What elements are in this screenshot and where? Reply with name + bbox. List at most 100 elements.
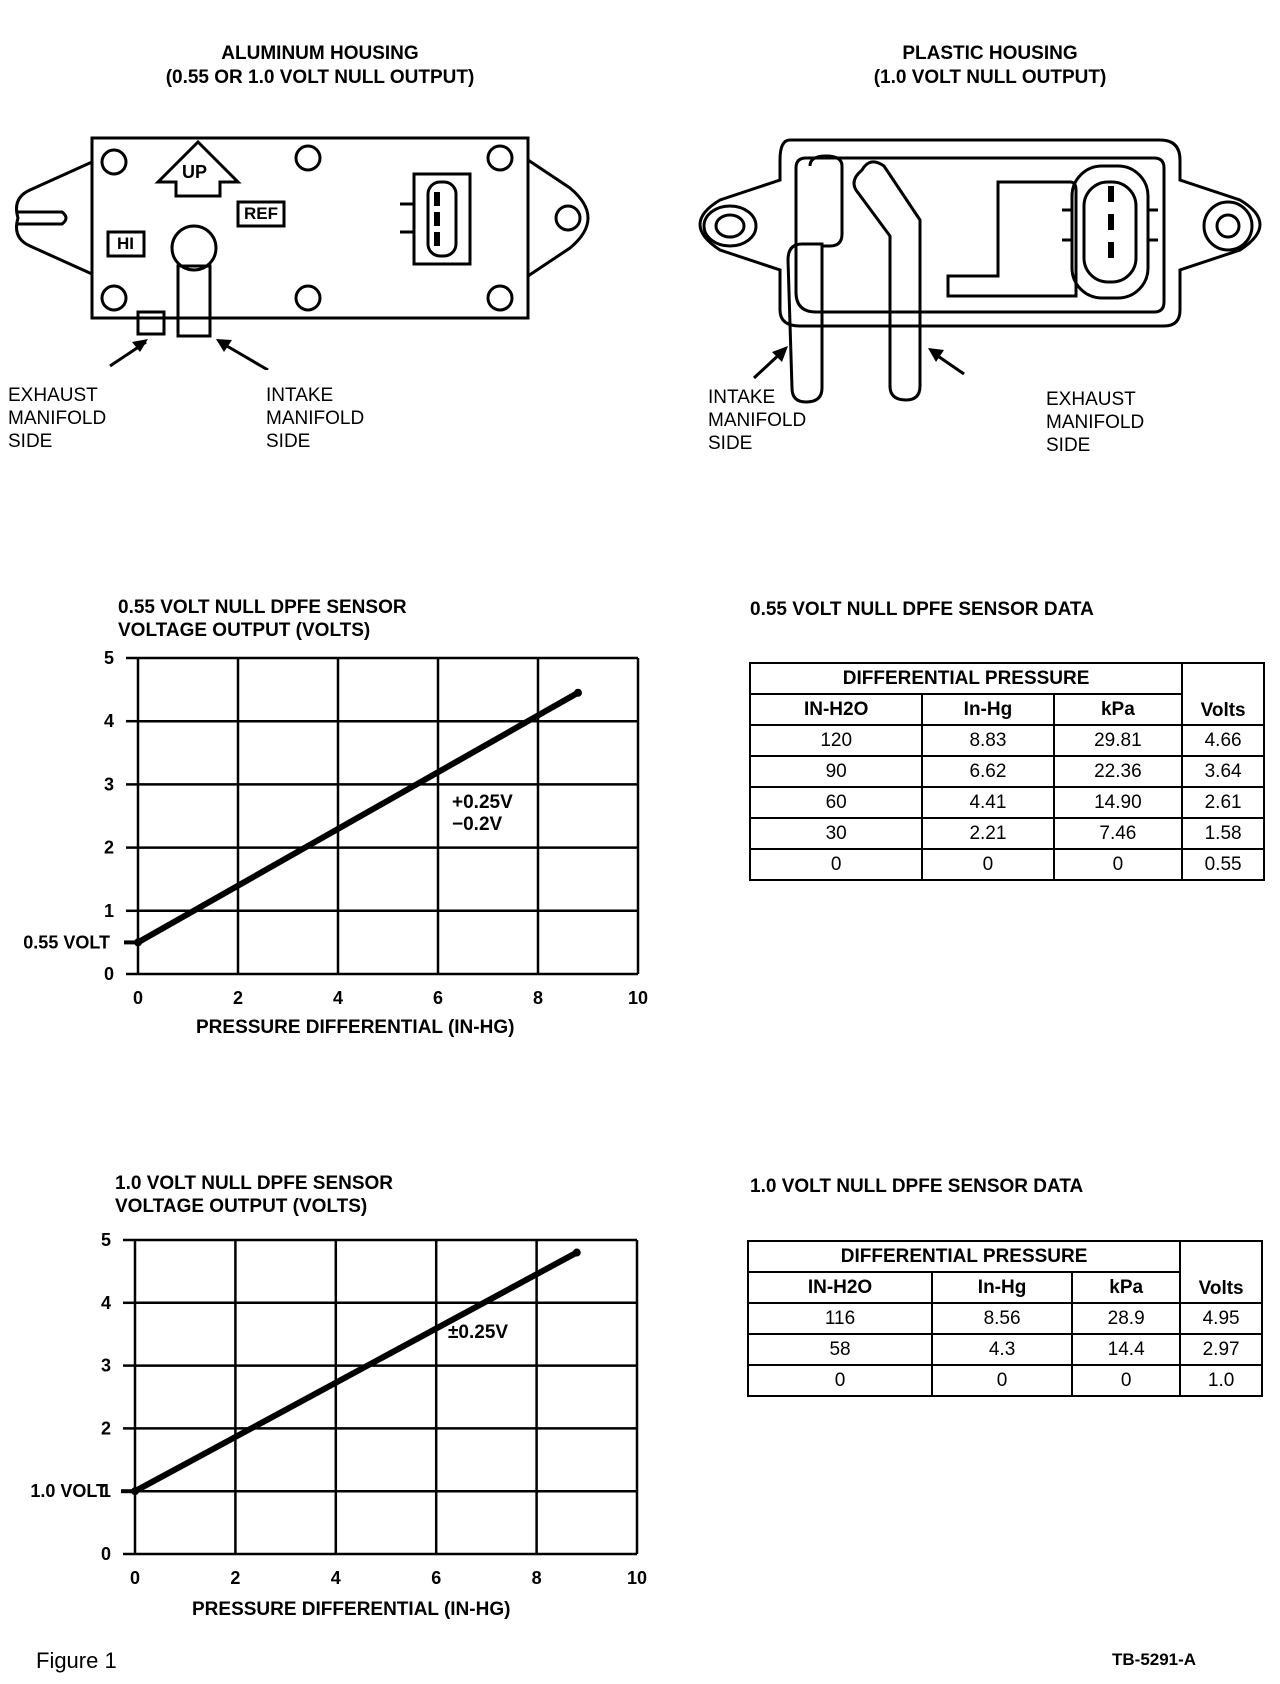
table-cell: 0.55 xyxy=(1181,848,1265,881)
chart-10-volt: 0 2 4 6 8 10 0 1 2 3 4 5 1.0 VOLT ±0.25V xyxy=(30,1230,647,1588)
table-cell: 28.9 xyxy=(1071,1302,1182,1335)
col-header: kPa xyxy=(1052,693,1184,726)
data-point xyxy=(574,688,582,697)
table-cell: 60 xyxy=(748,786,924,819)
table-cell: 1.0 xyxy=(1179,1364,1263,1397)
plastic-housing-title: PLASTIC HOUSING (1.0 VOLT NULL OUTPUT) xyxy=(873,43,1107,88)
x-tick-label: 2 xyxy=(233,988,243,1008)
group-header: DIFFERENTIAL PRESSURE xyxy=(746,1240,1182,1273)
table-row: 60 4.41 14.90 2.61 xyxy=(748,786,1265,819)
table-cell: 0 xyxy=(1071,1364,1182,1397)
table-header-row: DIFFERENTIAL PRESSURE Volts xyxy=(748,662,1265,726)
null-voltage-label: 1.0 VOLT xyxy=(30,1481,107,1501)
table-cell: 120 xyxy=(748,724,924,757)
table-cell: 58 xyxy=(746,1333,934,1366)
aluminum-exhaust-label: EXHAUST MANIFOLD SIDE xyxy=(8,385,107,452)
table-row: 116 8.56 28.9 4.95 xyxy=(746,1302,1263,1335)
y-tick-label: 1 xyxy=(101,1481,111,1501)
x-tick-label: 10 xyxy=(627,1568,647,1588)
x-tick-label: 8 xyxy=(532,1568,542,1588)
x-tick-label: 10 xyxy=(628,988,648,1008)
x-tick-label: 4 xyxy=(333,988,343,1008)
table-cell: 6.62 xyxy=(921,755,1055,788)
document-code: TB-5291-A xyxy=(1112,1650,1197,1669)
tolerance-annotation: ±0.25V xyxy=(448,1322,508,1343)
table-cell: 4.3 xyxy=(931,1333,1074,1366)
y-tick-label: 5 xyxy=(101,1230,111,1250)
data-point xyxy=(572,1248,581,1257)
col-header: kPa xyxy=(1071,1271,1182,1304)
table-cell: 7.46 xyxy=(1052,817,1184,850)
col-header: In-Hg xyxy=(931,1271,1074,1304)
chart-10-xlabel: PRESSURE DIFFERENTIAL (IN-HG) xyxy=(192,1599,511,1620)
x-tick-label: 6 xyxy=(433,988,443,1008)
plastic-housing-diagram xyxy=(698,138,1262,404)
chart-055-title: 0.55 VOLT NULL DPFE SENSOR VOLTAGE OUTPU… xyxy=(118,597,407,641)
x-tick-label: 0 xyxy=(133,988,143,1008)
data-point xyxy=(131,1487,139,1496)
col-header: IN-H2O xyxy=(748,693,924,726)
y-tick-label: 4 xyxy=(104,711,114,731)
table-cell: 4.95 xyxy=(1179,1302,1263,1335)
aluminum-intake-label: INTAKE MANIFOLD SIDE xyxy=(266,385,365,452)
table-cell: 90 xyxy=(748,755,924,788)
table-cell: 0 xyxy=(748,848,924,881)
x-tick-label: 4 xyxy=(331,1568,341,1588)
plastic-exhaust-label: EXHAUST MANIFOLD SIDE xyxy=(1046,389,1145,456)
table-row: 90 6.62 22.36 3.64 xyxy=(748,755,1265,788)
y-tick-label: 1 xyxy=(104,901,114,921)
table-cell: 0 xyxy=(1052,848,1184,881)
y-tick-label: 2 xyxy=(101,1418,111,1438)
y-tick-label: 0 xyxy=(101,1544,111,1564)
series-line xyxy=(136,690,580,946)
table-cell: 30 xyxy=(748,817,924,850)
table-cell: 2.97 xyxy=(1179,1333,1263,1366)
table-10-title: 1.0 VOLT NULL DPFE SENSOR DATA xyxy=(750,1176,1084,1197)
ref-label: REF xyxy=(244,204,278,223)
y-tick-label: 3 xyxy=(101,1356,111,1376)
aluminum-housing-diagram xyxy=(15,136,590,370)
x-tick-label: 8 xyxy=(533,988,543,1008)
x-tick-label: 0 xyxy=(130,1568,140,1588)
table-cell: 3.64 xyxy=(1181,755,1265,788)
table-subheader-row: IN-H2O In-Hg kPa xyxy=(746,1271,1262,1304)
plastic-intake-label: INTAKE MANIFOLD SIDE xyxy=(708,387,807,454)
table-row: 0 0 0 0.55 xyxy=(748,848,1265,881)
table-cell: 14.90 xyxy=(1052,786,1184,819)
y-tick-label: 0 xyxy=(104,964,114,984)
table-cell: 116 xyxy=(746,1302,934,1335)
table-cell: 2.21 xyxy=(921,817,1055,850)
chart-055-xlabel: PRESSURE DIFFERENTIAL (IN-HG) xyxy=(196,1017,515,1038)
x-tick-label: 2 xyxy=(230,1568,240,1588)
group-header: DIFFERENTIAL PRESSURE xyxy=(748,662,1184,695)
null-voltage-label: 0.55 VOLT xyxy=(23,932,110,952)
aluminum-housing-title: ALUMINUM HOUSING (0.55 OR 1.0 VOLT NULL … xyxy=(165,43,475,88)
table-10-data: DIFFERENTIAL PRESSURE Volts IN-H2O In-Hg… xyxy=(746,1240,1263,1397)
table-cell: 8.83 xyxy=(921,724,1055,757)
table-cell: 29.81 xyxy=(1052,724,1184,757)
x-tick-label: 6 xyxy=(431,1568,441,1588)
table-cell: 0 xyxy=(931,1364,1074,1397)
table-cell: 0 xyxy=(921,848,1055,881)
volts-header: Volts xyxy=(1181,662,1265,726)
table-row: 120 8.83 29.81 4.66 xyxy=(748,724,1265,757)
table-cell: 4.66 xyxy=(1181,724,1265,757)
hi-label: HI xyxy=(117,234,134,253)
col-header: IN-H2O xyxy=(746,1271,934,1304)
y-tick-label: 4 xyxy=(101,1293,111,1313)
table-cell: 4.41 xyxy=(921,786,1055,819)
data-point xyxy=(134,938,142,947)
y-tick-label: 5 xyxy=(104,648,114,668)
table-cell: 8.56 xyxy=(931,1302,1074,1335)
figure-caption: Figure 1 xyxy=(36,1648,117,1673)
chart-10-title: 1.0 VOLT NULL DPFE SENSOR VOLTAGE OUTPUT… xyxy=(115,1173,394,1217)
table-055-data: DIFFERENTIAL PRESSURE Volts IN-H2O In-Hg… xyxy=(748,662,1265,881)
up-label: UP xyxy=(182,162,208,182)
col-header: In-Hg xyxy=(921,693,1055,726)
table-cell: 14.4 xyxy=(1071,1333,1182,1366)
tolerance-annotation: +0.25V−0.2V xyxy=(452,792,513,835)
volts-header: Volts xyxy=(1179,1240,1263,1304)
series-line xyxy=(133,1249,579,1494)
table-cell: 2.61 xyxy=(1181,786,1265,819)
table-row: 58 4.3 14.4 2.97 xyxy=(746,1333,1263,1366)
